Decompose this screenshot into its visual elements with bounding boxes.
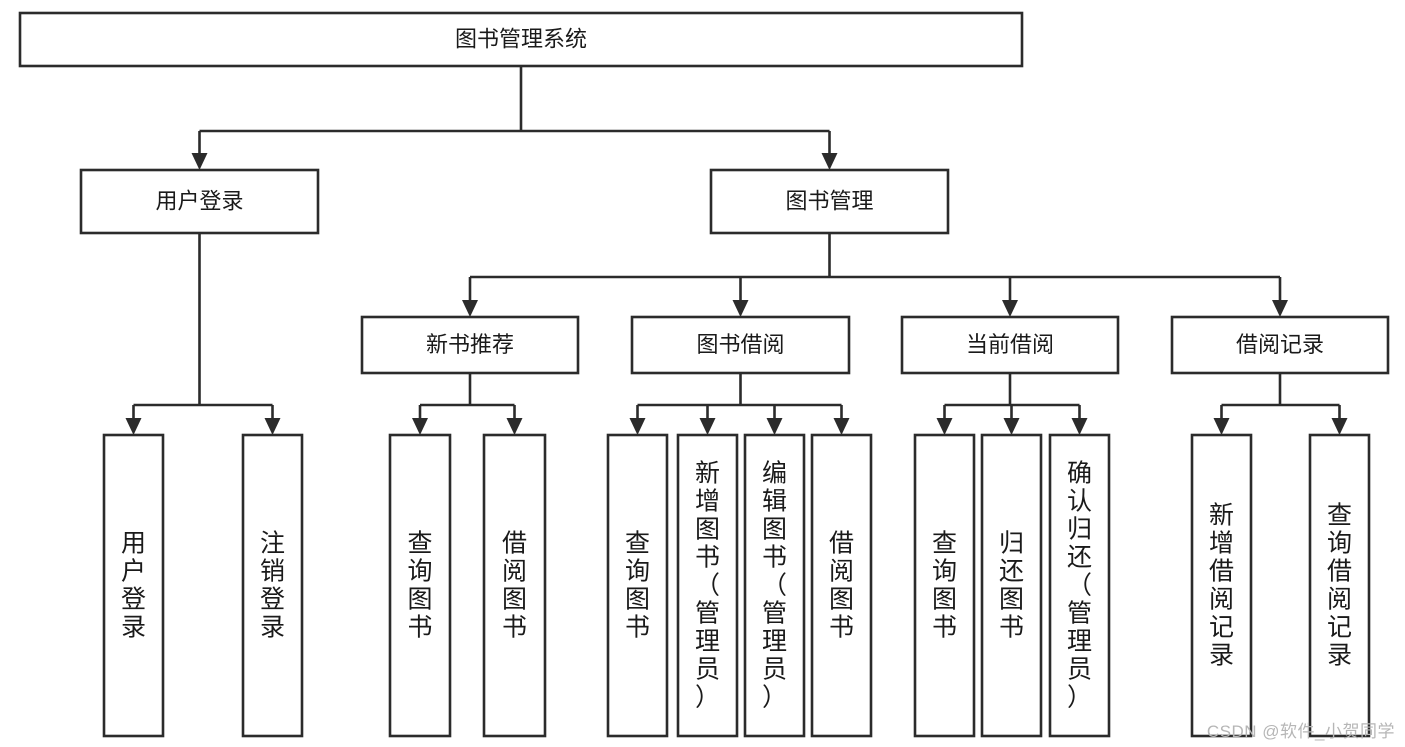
node-借阅图书[interactable]: 借阅图书: [810, 433, 873, 738]
node-归还图书[interactable]: 归还图书: [980, 433, 1043, 738]
node-label: 借阅记录: [1236, 332, 1324, 357]
node-借阅图书[interactable]: 借阅图书: [482, 433, 547, 738]
node-box[interactable]: [709, 168, 950, 235]
node-新书推荐[interactable]: 新书推荐: [360, 315, 580, 375]
arrow-head-icon: [1331, 418, 1348, 435]
edge-group: [629, 373, 850, 435]
node-box[interactable]: [360, 315, 580, 375]
arrow-head-icon: [732, 300, 749, 317]
node-确认归还管理员[interactable]: 确认归还（管理员）: [1048, 433, 1111, 738]
node-label: 查询图书: [625, 530, 650, 642]
node-图书借阅[interactable]: 图书借阅: [630, 315, 851, 375]
node-box[interactable]: [241, 433, 304, 738]
edge-group: [412, 373, 523, 435]
node-box[interactable]: [79, 168, 320, 235]
arrow-head-icon: [699, 418, 716, 435]
edge-group: [191, 66, 838, 170]
node-box[interactable]: [1190, 433, 1253, 738]
node-box[interactable]: [482, 433, 547, 738]
edges-layer: [125, 66, 1348, 435]
csdn-watermark: CSDN @软件_小贺同学: [1206, 722, 1395, 741]
nodes-layer: 图书管理系统用户登录图书管理新书推荐图书借阅当前借阅借阅记录用户登录注销登录查询…: [18, 11, 1390, 738]
node-label: 图书借阅: [696, 332, 784, 357]
node-图书管理[interactable]: 图书管理: [709, 168, 950, 235]
edge-group: [462, 233, 1288, 317]
node-用户登录[interactable]: 用户登录: [102, 433, 165, 738]
node-box[interactable]: [1048, 433, 1111, 738]
node-box[interactable]: [388, 433, 452, 738]
node-查询图书[interactable]: 查询图书: [606, 433, 669, 738]
arrow-head-icon: [1002, 300, 1018, 317]
node-label: 注销登录: [260, 530, 285, 642]
node-label: 查询图书: [932, 530, 957, 642]
node-label: 用户登录: [155, 188, 243, 213]
node-box[interactable]: [980, 433, 1043, 738]
edge-group: [936, 373, 1088, 435]
node-box[interactable]: [102, 433, 165, 738]
node-box[interactable]: [18, 11, 1024, 68]
node-label: 用户登录: [121, 530, 146, 642]
arrow-head-icon: [1003, 418, 1020, 435]
node-label: 新书推荐: [426, 332, 514, 357]
node-图书管理系统[interactable]: 图书管理系统: [18, 11, 1024, 68]
arrow-head-icon: [1213, 418, 1230, 435]
node-注销登录[interactable]: 注销登录: [241, 433, 304, 738]
node-label: 借阅图书: [829, 530, 854, 642]
node-当前借阅[interactable]: 当前借阅: [900, 315, 1120, 375]
node-label: 查询借阅记录: [1327, 502, 1352, 670]
node-box[interactable]: [900, 315, 1120, 375]
node-box[interactable]: [676, 433, 739, 738]
arrow-head-icon: [264, 418, 281, 435]
node-label: 编辑图书（管理员）: [762, 460, 787, 712]
node-label: 归还图书: [999, 530, 1024, 642]
arrow-head-icon: [629, 418, 646, 435]
node-box[interactable]: [1308, 433, 1371, 738]
node-新增借阅记录[interactable]: 新增借阅记录: [1190, 433, 1253, 738]
node-box[interactable]: [913, 433, 976, 738]
arrow-head-icon: [125, 418, 142, 435]
arrow-head-icon: [412, 418, 428, 435]
node-编辑图书管理员[interactable]: 编辑图书（管理员）: [743, 433, 806, 738]
arrow-head-icon: [191, 153, 208, 170]
node-box[interactable]: [810, 433, 873, 738]
node-label: 确认归还（管理员）: [1067, 460, 1092, 712]
node-label: 新增借阅记录: [1209, 502, 1234, 670]
node-借阅记录[interactable]: 借阅记录: [1170, 315, 1390, 375]
node-box[interactable]: [606, 433, 669, 738]
node-box[interactable]: [1170, 315, 1390, 375]
node-查询图书[interactable]: 查询图书: [913, 433, 976, 738]
arrow-head-icon: [1071, 418, 1088, 435]
arrow-head-icon: [821, 153, 838, 170]
node-label: 图书管理: [785, 188, 873, 213]
edge-group: [125, 233, 281, 435]
node-新增图书管理员[interactable]: 新增图书（管理员）: [676, 433, 739, 738]
node-用户登录[interactable]: 用户登录: [79, 168, 320, 235]
arrow-head-icon: [1272, 300, 1288, 317]
edge-group: [1213, 373, 1348, 435]
node-查询图书[interactable]: 查询图书: [388, 433, 452, 738]
node-label: 当前借阅: [966, 332, 1054, 357]
node-label: 图书管理系统: [455, 26, 587, 51]
arrow-head-icon: [462, 300, 478, 317]
node-box[interactable]: [743, 433, 806, 738]
arrow-head-icon: [766, 418, 783, 435]
node-label: 借阅图书: [502, 530, 527, 642]
arrow-head-icon: [936, 418, 953, 435]
arrow-head-icon: [506, 418, 523, 435]
node-box[interactable]: [630, 315, 851, 375]
node-查询借阅记录[interactable]: 查询借阅记录: [1308, 433, 1371, 738]
arrow-head-icon: [833, 418, 850, 435]
node-label: 新增图书（管理员）: [695, 460, 720, 712]
node-label: 查询图书: [407, 530, 432, 642]
